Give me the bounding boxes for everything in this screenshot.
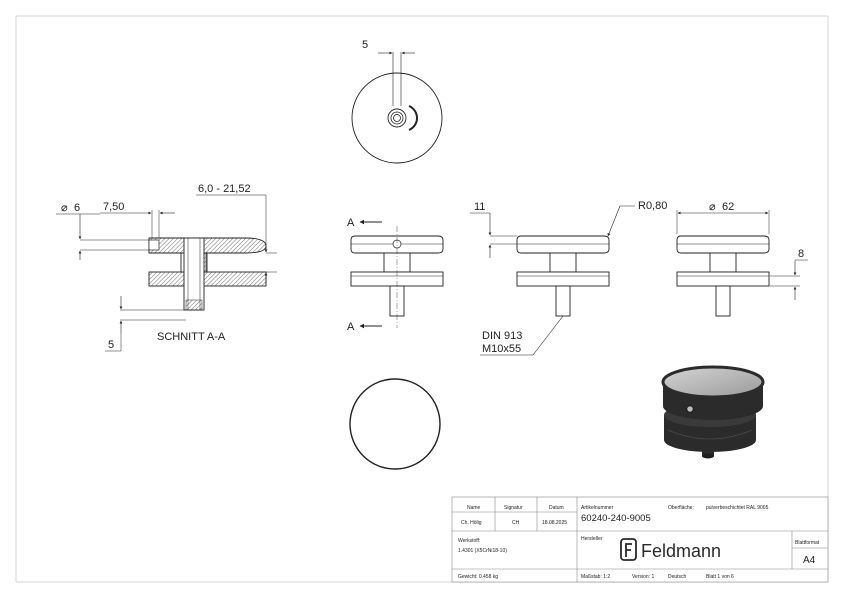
tb-hersteller-label: Hersteller (581, 536, 603, 542)
tb-datum-header: Datum (549, 505, 564, 511)
title-block: Name Signatur Datum Ch. Hölig CH 18.08.2… (451, 496, 829, 583)
top-view-dim-width: 5 (362, 39, 368, 51)
right-diameter-symbol: ⌀ (709, 201, 716, 213)
drawing-frame (15, 15, 829, 583)
section-dim-range: 6,0 - 21,52 (198, 183, 251, 195)
tb-signatur-header: Signatur (504, 505, 523, 511)
brand-name: Feldmann (641, 541, 721, 561)
section-view: ⌀ 6 7,50 6,0 - 21,52 5 SCHNITT A-A (56, 183, 277, 352)
right-dim-diameter: 62 (722, 201, 734, 213)
tb-oberflaeche-value: pulverbeschichtet RAL 9005 (706, 505, 769, 511)
front-view: A A (347, 217, 444, 333)
tb-blattformat-value: A4 (803, 555, 816, 566)
tb-werkstoff-label: Werkstoff: (458, 538, 480, 544)
top-view: 5 (351, 39, 443, 164)
tb-artikelnummer-value: 60240-240-9005 (581, 513, 651, 524)
iso-view (661, 365, 765, 459)
bottom-view-circle (349, 378, 441, 470)
side-dim-radius: R0,80 (638, 200, 667, 212)
side-dim-height: 11 (474, 201, 485, 213)
section-marker-top: A (347, 217, 355, 229)
section-diameter-symbol: ⌀ (61, 202, 68, 214)
tb-werkstoff-value: 1.4301 (X5CrNi18-10) (458, 548, 507, 554)
brand-logo-icon (620, 538, 637, 561)
tb-name-value: Ch. Hölig (461, 520, 482, 526)
side-view: 11 R0,80 DIN 913 M10x55 (470, 200, 667, 356)
tb-datum-value: 18.08.2025 (542, 520, 567, 526)
right-dim-height: 8 (798, 248, 804, 260)
section-dim-diameter: 6 (74, 202, 80, 214)
tb-gewicht: Gewicht: 0.458 kg (458, 574, 498, 580)
section-dim-bottom: 5 (108, 339, 114, 351)
screw-spec-line2: M10x55 (482, 343, 521, 355)
tb-signatur-value: CH (512, 520, 520, 526)
section-caption: SCHNITT A-A (157, 331, 226, 343)
tb-blatt: Blatt 1 von 6 (706, 574, 734, 580)
tb-blattformat-label: Blattformat (795, 540, 820, 546)
section-marker-bottom: A (347, 321, 355, 333)
right-view: ⌀ 62 8 (676, 201, 808, 317)
tb-massstab: Maßstab: 1:2 (581, 574, 610, 580)
tb-artikelnummer-label: Artikelnummer (581, 505, 614, 511)
tb-name-header: Name (467, 505, 481, 511)
section-dim-offset: 7,50 (103, 201, 124, 213)
tb-version: Version: 1 (632, 574, 654, 580)
tb-sprache: Deutsch (668, 574, 687, 580)
tb-oberflaeche-label: Oberfläche: (668, 505, 694, 511)
screw-spec-line1: DIN 913 (482, 330, 522, 342)
